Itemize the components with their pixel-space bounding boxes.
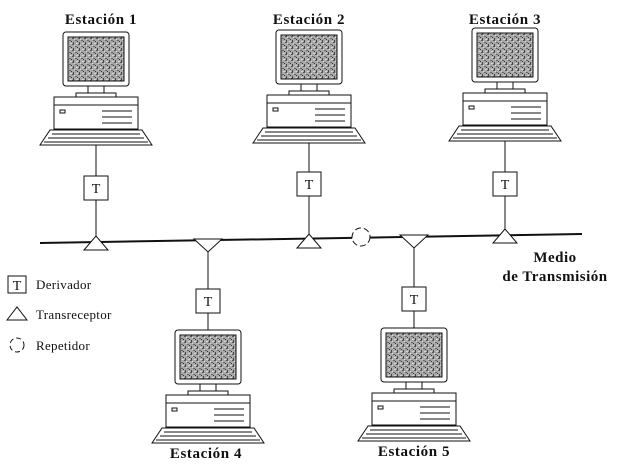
station-2-computer-icon — [252, 29, 366, 144]
medium-label-line-2: de Transmisión — [502, 269, 607, 285]
station-4-label: Estación 4 — [170, 446, 242, 462]
transceiver-station-4 — [192, 238, 224, 253]
station-5-label: Estación 5 — [378, 444, 450, 460]
tap-station-4: T — [195, 288, 221, 314]
station-4-computer-icon — [151, 329, 265, 444]
tap-letter: T — [305, 178, 314, 193]
repeater — [351, 227, 371, 247]
tap-station-1: T — [83, 175, 109, 201]
station-2-label: Estación 2 — [273, 12, 345, 28]
tap-station-5: T — [401, 286, 427, 312]
legend-tap-label: Derivador — [36, 277, 92, 292]
station-1-label: Estación 1 — [65, 12, 137, 28]
transceiver-station-1 — [82, 235, 110, 251]
legend-repeater-icon — [9, 337, 25, 353]
tap-letter: T — [204, 295, 213, 310]
tap-letter: T — [501, 178, 510, 193]
station-5-computer-icon — [357, 327, 471, 442]
tap-letter: T — [92, 182, 101, 197]
legend-tap-letter: T — [13, 279, 22, 294]
legend-transceiver-icon — [5, 306, 29, 321]
tap-letter: T — [410, 293, 419, 308]
medium-label-line-1: Medio — [533, 250, 576, 266]
station-3-label: Estación 3 — [469, 12, 541, 28]
legend-tap-icon: T — [7, 275, 27, 294]
transceiver-station-2 — [295, 233, 323, 249]
legend-transceiver-label: Transreceptor — [36, 307, 112, 322]
station-1-computer-icon — [39, 31, 153, 146]
transceiver-station-5 — [398, 234, 430, 249]
tap-station-2: T — [296, 171, 322, 197]
tap-station-3: T — [492, 171, 518, 197]
legend: T Derivador Transreceptor Repetidor — [5, 275, 112, 353]
transceiver-station-3 — [491, 228, 519, 244]
station-3-computer-icon — [448, 27, 562, 142]
legend-repeater-label: Repetidor — [36, 338, 90, 353]
